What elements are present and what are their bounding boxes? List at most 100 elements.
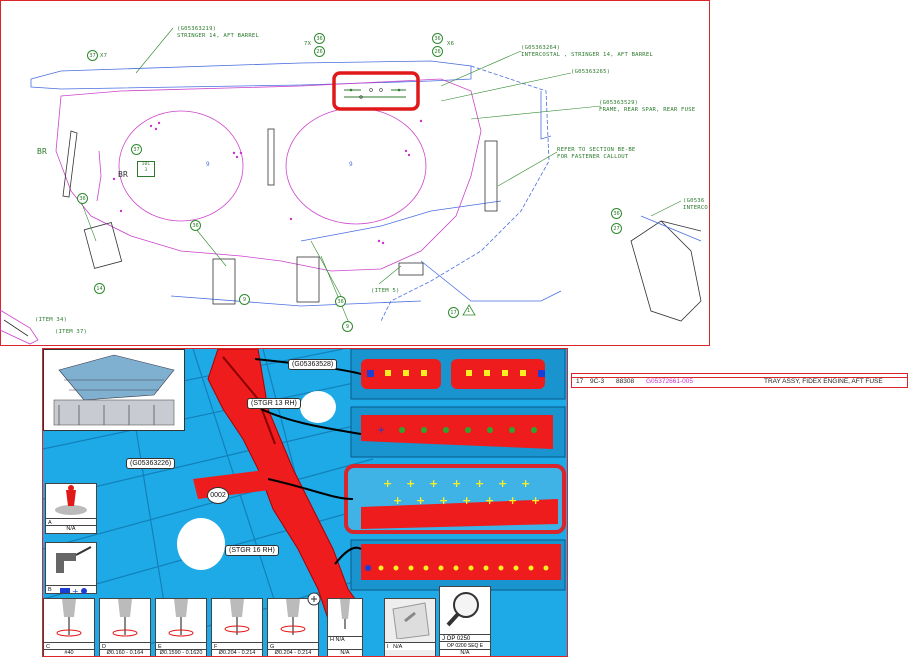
work-instruction-panel: + +++++++ +++++++ (G05363528) (STGR 13 R… [42, 348, 568, 657]
tool-tile-e-letter: E [156, 642, 206, 650]
svg-text:+: + [462, 494, 471, 507]
br-marker-left: BR [37, 147, 48, 156]
assembly-thumbnail-image [53, 354, 175, 426]
tool-tile-g-caption: Ø0.204 - 0.214 [268, 649, 318, 656]
find-bubble-36-bottom: 36 [190, 220, 201, 231]
tool-tile-h-caption: N/A [328, 649, 362, 656]
tool-tile-j[interactable]: J OP 0250 OP 0200 SEQ E N/A [439, 586, 491, 656]
parts-description: TRAY ASSY, FIDEX ENGINE, AFT FUSE [764, 378, 883, 385]
br-marker-center: BR [118, 170, 129, 179]
tool-tile-f[interactable]: F Ø0.204 - 0.214 [211, 598, 263, 656]
tool-tile-e-caption: Ø0.1590 - 0.1620 [156, 649, 206, 656]
parts-code: 9C-3 [590, 378, 605, 385]
find-bubble-27-far: 27 [611, 223, 622, 234]
qty-7x: 7X [304, 41, 312, 47]
svg-text:+: + [393, 494, 402, 507]
countersink-icon [340, 599, 350, 629]
svg-text:+: + [521, 477, 530, 490]
qty-x6: X6 [447, 41, 455, 47]
find-bubble-9-b: 9 [342, 321, 353, 332]
tool-tile-i-letter: I N/A [385, 642, 435, 650]
work-view-graphic: + +++++++ +++++++ [43, 349, 566, 656]
reamer-icon [280, 599, 306, 635]
find-bubble-17: 17 [448, 307, 459, 318]
tool-tile-d-caption: Ø0.160 - 0.164 [100, 649, 150, 656]
label-stgr-13-rh: (STGR 13 RH) [247, 398, 301, 409]
revision-triangle-icon [462, 304, 476, 316]
svg-text:+: + [383, 477, 392, 490]
callout-part-265: (G05363265) [571, 69, 611, 75]
tool-tile-b[interactable]: B + [45, 542, 97, 595]
find-bubble-36-top: 36 [314, 33, 325, 44]
parts-list-row[interactable]: 17 9C-3 88308 G05372661-005 TRAY ASSY, F… [571, 373, 908, 388]
find-bubble-36-far: 36 [611, 208, 622, 219]
magnifier-icon [446, 592, 479, 627]
tool-tile-a[interactable]: A N/A [45, 483, 97, 534]
tool-tile-g[interactable]: G Ø0.204 - 0.214 [267, 598, 319, 656]
marker-legend-b: + [60, 587, 87, 595]
callout-stringer-14: (G05363219) STRINGER 14, AFT BARREL [177, 26, 260, 39]
drill-bit-icon [112, 599, 138, 637]
label-stgr-16-rh: (STGR 16 RH) [225, 545, 279, 556]
drawing-fragment-left [0, 309, 39, 345]
tool-tile-b-letter: B [46, 585, 96, 593]
zone-marker-0002: 0002 [207, 487, 229, 504]
svg-text:+: + [508, 494, 517, 507]
drill-bit-icon [56, 599, 82, 637]
label-g05363528: (G05363528) [288, 359, 338, 370]
svg-text:+: + [485, 494, 494, 507]
nine-marker-a: 9 [206, 161, 210, 168]
tool-tile-h-letter: H N/A [328, 636, 362, 650]
tool-tile-j-header: J OP 0250 [440, 634, 490, 642]
reamer-icon [224, 599, 250, 635]
find-bubble-36-right: 36 [432, 33, 443, 44]
tool-tile-c-caption: #40 [44, 649, 94, 656]
svg-text:+: + [416, 494, 425, 507]
drawing-linework [30, 27, 702, 324]
svg-text:+: + [377, 425, 385, 436]
svg-text:+: + [439, 494, 448, 507]
zoom-plus-icon[interactable] [307, 592, 321, 606]
callout-refer-section: REFER TO SECTION BE-BE FOR FASTENER CALL… [557, 147, 636, 160]
svg-text:+: + [531, 494, 540, 507]
callout-right-partial: (G0536 INTERCO [683, 198, 708, 211]
callout-frame-rear-spar: (G05363529) FRAME, REAR SPAR, REAR FUSE [599, 100, 696, 113]
tool-tile-c[interactable]: C #40 [43, 598, 95, 656]
tool-tile-j-caption: N/A [440, 649, 490, 656]
find-bubble-36-left: 36 [77, 193, 88, 204]
tool-tile-a-caption: N/A [46, 525, 96, 533]
section-box-label: 10C 3 [137, 161, 155, 177]
parts-part-number: G05372661-005 [646, 378, 693, 385]
svg-text:+: + [452, 477, 461, 490]
find-bubble-26-top: 26 [314, 46, 325, 57]
sealant-icon [55, 485, 87, 515]
callout-item-37: (ITEM 37) [55, 329, 88, 335]
tool-tile-h[interactable]: H N/A N/A [327, 598, 363, 656]
find-bubble-37-top: 37 [87, 50, 98, 61]
callout-intercostal: (G05363264) INTERCOSTAL , STRINGER 14, A… [521, 45, 654, 58]
tool-tile-d-letter: D [100, 642, 150, 650]
find-bubble-14: 14 [94, 283, 105, 294]
revision-triangle-label: 1 [467, 308, 471, 314]
find-bubble-36-b: 36 [335, 296, 346, 307]
find-bubble-37-left: 37 [131, 144, 142, 155]
svg-text:+: + [406, 477, 415, 490]
svg-text:+: + [429, 477, 438, 490]
parts-cage: 88308 [616, 378, 635, 385]
clamp-tool-icon [56, 546, 92, 573]
drill-bit-icon [168, 599, 194, 637]
engineering-drawing: (G05363219) STRINGER 14, AFT BARREL (G05… [0, 0, 710, 346]
find-bubble-9-a: 9 [239, 294, 250, 305]
tool-tile-g-letter: G [268, 642, 318, 650]
svg-text:+: + [475, 477, 484, 490]
tool-tile-i[interactable]: I N/A [384, 598, 436, 656]
tool-tile-e[interactable]: E Ø0.1590 - 0.1620 [155, 598, 207, 656]
svg-text:+: + [72, 587, 79, 595]
tool-tile-d[interactable]: D Ø0.160 - 0.164 [99, 598, 151, 656]
callout-item-34: (ITEM 34) [35, 317, 68, 323]
tool-tile-a-letter: A [46, 518, 96, 526]
svg-text:+: + [498, 477, 507, 490]
highlight-box [332, 71, 420, 111]
qty-x7: X7 [100, 53, 108, 59]
tool-tile-f-caption: Ø0.204 - 0.214 [212, 649, 262, 656]
